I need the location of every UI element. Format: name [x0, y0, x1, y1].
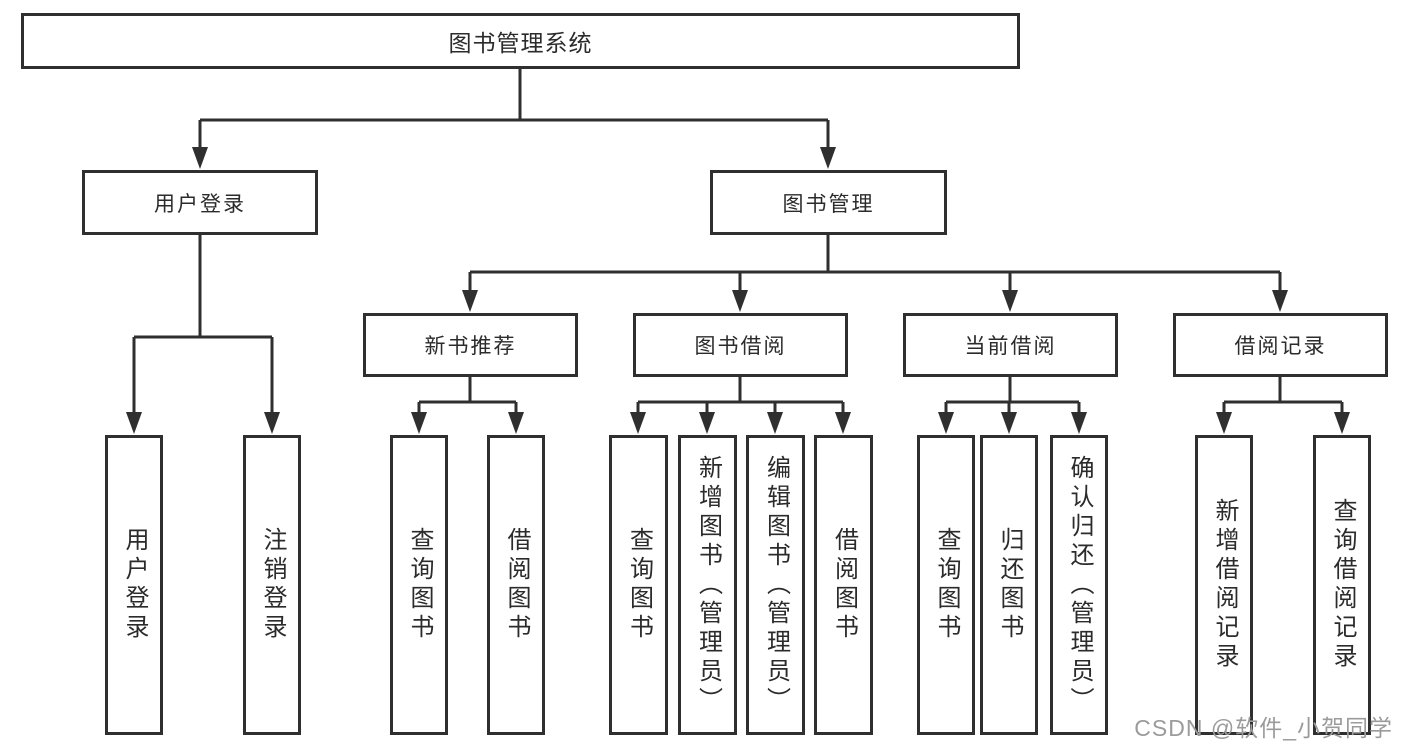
node-current-borrowing: 当前借阅	[903, 313, 1118, 377]
arrowhead-icon	[411, 412, 427, 434]
node-label: 新增借阅记录	[1211, 498, 1238, 672]
leaf-return-books: 归还图书	[980, 435, 1038, 735]
leaf-query-books-recommend: 查询图书	[390, 435, 448, 735]
node-label: 当前借阅	[964, 335, 1057, 358]
leaf-add-book-admin: 新增图书（管理员）	[678, 435, 737, 735]
node-label: 查询借阅记录	[1329, 498, 1356, 672]
leaf-user-login: 用户登录	[105, 435, 163, 735]
connector-root-level2	[198, 69, 830, 152]
leaf-confirm-return-admin: 确认归还（管理员）	[1050, 435, 1108, 735]
leaf-query-borrow-record: 查询借阅记录	[1313, 435, 1371, 735]
connector-book-borrowing-leaves	[636, 377, 845, 416]
arrowhead-icon	[938, 412, 954, 434]
arrowhead-icon	[1334, 412, 1350, 434]
node-label: 图书借阅	[694, 335, 787, 358]
arrowhead-icon	[508, 412, 524, 434]
arrowhead-icon	[835, 412, 851, 434]
node-label: 注销登录	[259, 527, 286, 643]
node-library-management-system: 图书管理系统	[21, 13, 1020, 69]
arrowhead-icon	[462, 290, 478, 312]
arrowhead-icon	[1272, 290, 1288, 312]
node-label: 用户登录	[154, 192, 246, 216]
connector-new-book-leaves	[417, 377, 518, 416]
leaf-borrow-books-borrowing: 借阅图书	[814, 435, 873, 735]
leaf-edit-book-admin: 编辑图书（管理员）	[746, 435, 805, 735]
node-label: 查询图书	[625, 527, 653, 643]
node-label: 图书管理系统	[448, 30, 593, 56]
csdn-watermark: CSDN @软件_小贺同学	[1134, 715, 1393, 741]
node-book-management: 图书管理	[710, 170, 947, 235]
connector-current-borrowing-leaves	[944, 377, 1081, 416]
node-label: 编辑图书（管理员）	[762, 454, 790, 716]
node-user-login: 用户登录	[82, 170, 318, 235]
connector-user-login-leaves	[132, 235, 274, 416]
node-book-borrowing: 图书借阅	[633, 313, 848, 377]
arrowhead-icon	[699, 412, 715, 434]
arrowhead-icon	[1216, 412, 1232, 434]
node-label: 借阅图书	[830, 527, 858, 643]
connector-book-management-level3	[468, 235, 1282, 295]
arrowhead-icon	[820, 147, 836, 169]
node-label: 图书管理	[782, 192, 875, 216]
leaf-borrow-books-recommend: 借阅图书	[487, 435, 545, 735]
connector-borrowing-records-leaves	[1222, 377, 1344, 416]
arrowhead-icon	[630, 412, 646, 434]
arrowhead-icon	[192, 147, 208, 169]
node-label: 查询图书	[933, 527, 960, 643]
arrowhead-icon	[732, 290, 748, 312]
arrowhead-icon	[126, 412, 142, 434]
node-label: 归还图书	[996, 527, 1023, 643]
node-label: 查询图书	[406, 527, 433, 643]
node-label: 新增图书（管理员）	[694, 454, 722, 716]
node-label: 确认归还（管理员）	[1066, 454, 1093, 716]
node-label: 借阅记录	[1234, 335, 1327, 358]
arrowhead-icon	[1071, 412, 1087, 434]
arrowhead-icon	[264, 412, 280, 434]
leaf-add-borrow-record: 新增借阅记录	[1195, 435, 1253, 735]
node-new-book-recommendation: 新书推荐	[363, 313, 578, 377]
node-label: 借阅图书	[503, 527, 530, 643]
arrowhead-icon	[1001, 412, 1017, 434]
leaf-query-books-current: 查询图书	[917, 435, 975, 735]
node-label: 用户登录	[121, 527, 148, 643]
leaf-logout: 注销登录	[243, 435, 301, 735]
arrowhead-icon	[767, 412, 783, 434]
arrowhead-icon	[1002, 290, 1018, 312]
node-label: 新书推荐	[424, 335, 517, 358]
node-borrowing-records: 借阅记录	[1173, 313, 1388, 377]
leaf-query-books-borrowing: 查询图书	[609, 435, 668, 735]
